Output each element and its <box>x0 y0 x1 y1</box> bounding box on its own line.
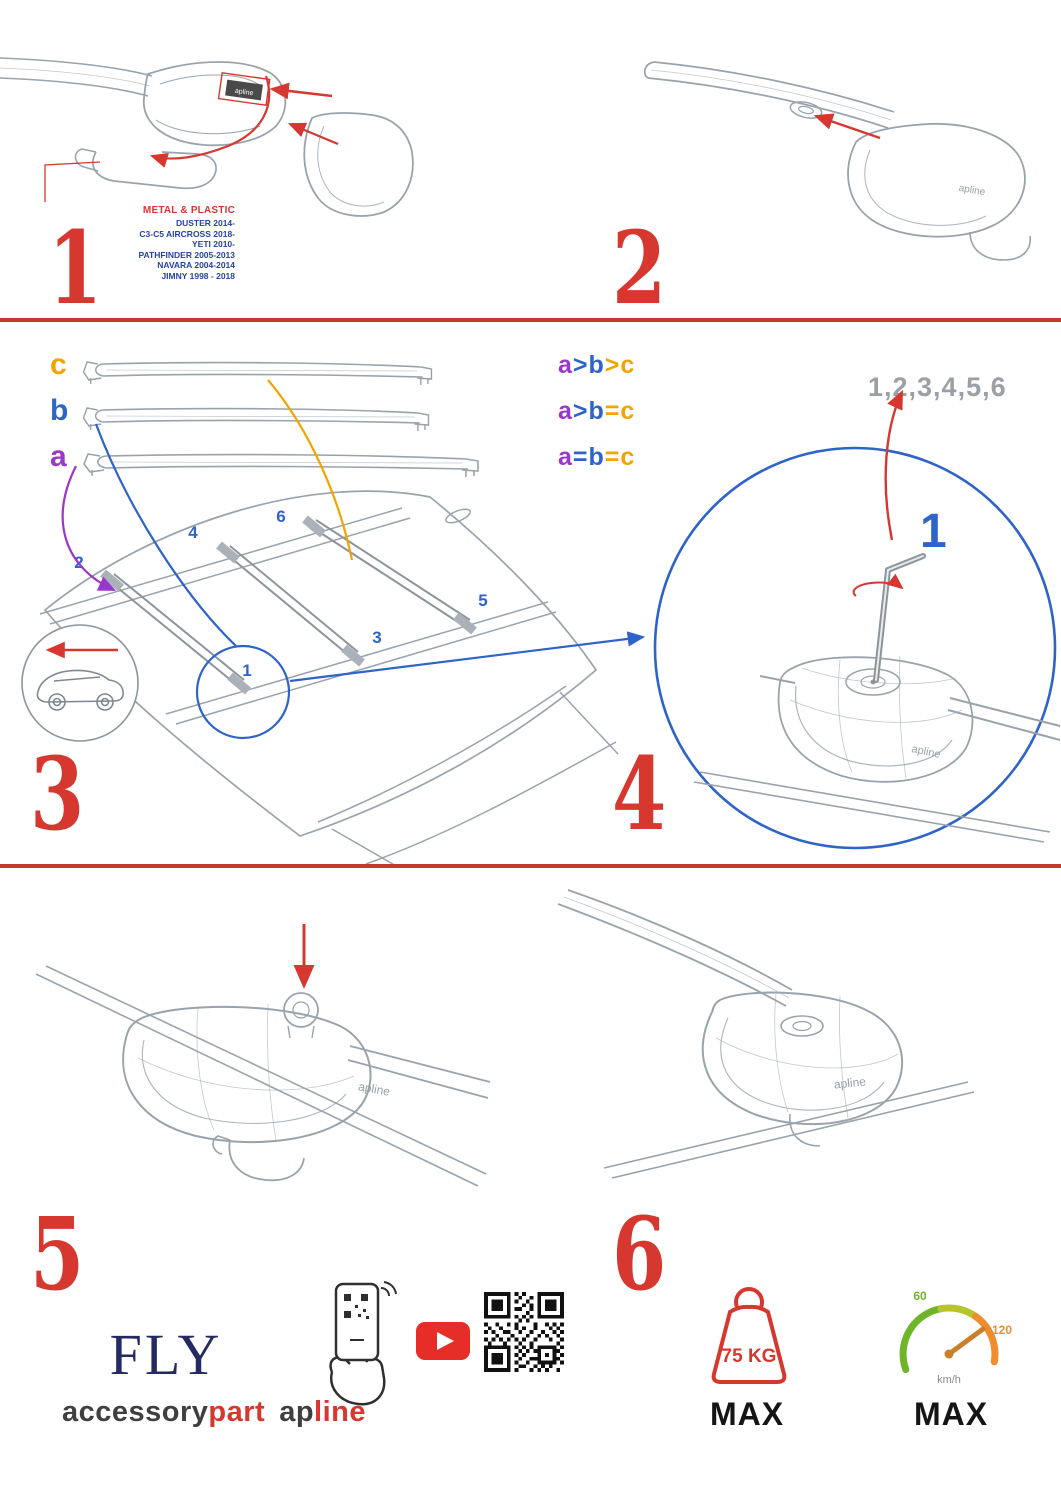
crossbar-b-drawing <box>82 407 430 431</box>
max-weight-value: 75 KG <box>722 1346 777 1367</box>
bar-logo-plate: apline <box>217 72 271 107</box>
rotation-arrow <box>852 573 904 597</box>
max-speed-label: MAX <box>913 1396 989 1432</box>
step-5-number: 5 <box>30 1195 85 1313</box>
speed-low-label: 60 <box>913 1289 927 1303</box>
roof-placement-drawing: 2 4 6 1 3 5 <box>21 379 646 868</box>
max-speed-icon: 60 120 km/h <box>899 1289 1012 1386</box>
crossbar-end-drawing: apline <box>643 61 1031 261</box>
vehicle-item: DUSTER 2014- <box>175 218 235 228</box>
vehicle-item: YETI 2010- <box>192 239 235 249</box>
step-6-number: 6 <box>612 1195 667 1313</box>
step-1-number: 1 <box>48 209 103 327</box>
bar-logo-text: apline <box>910 743 941 761</box>
speedometer-needle <box>946 1326 986 1357</box>
sequence-arrow <box>884 389 904 541</box>
scan-qr-hand-icon <box>329 1281 397 1406</box>
material-label: METAL & PLASTIC <box>142 205 235 216</box>
speed-high-label: 120 <box>992 1323 1012 1337</box>
bar-logo-text: apline <box>833 1074 867 1091</box>
brand-line: line <box>314 1396 367 1428</box>
car-direction-inset <box>21 624 139 742</box>
brand-ap: ap <box>279 1396 315 1428</box>
allen-key-icon <box>873 553 926 683</box>
position-1: 1 <box>242 661 251 680</box>
step-2-number: 2 <box>612 209 667 327</box>
crossbar-a-drawing <box>83 453 479 477</box>
vehicle-item: PATHFINDER 2005-2013 <box>138 249 235 260</box>
mounted-foot-drawing: apline <box>557 889 975 1179</box>
arrow-cover-to-foot <box>287 122 339 146</box>
vehicle-item: JIMNY 1998 - 2018 <box>161 270 235 281</box>
arrow-foot-profile <box>149 75 271 168</box>
size-formula-1: a>b>c <box>558 351 636 379</box>
arrow-into-slot <box>813 113 881 140</box>
size-formula-3: a=b=c <box>558 443 636 471</box>
bar-logo-text: apline <box>234 88 254 98</box>
section-divider <box>0 864 1061 868</box>
size-formula-2: a>b=c <box>558 397 636 425</box>
max-weight-icon: 75 KG <box>711 1287 787 1384</box>
brand-accessory: accessory <box>62 1396 209 1428</box>
model-name: FLY <box>109 1322 223 1387</box>
position-6: 6 <box>276 507 285 526</box>
bar-label-a: a <box>50 440 67 473</box>
leader-line <box>44 161 101 202</box>
max-weight-label: MAX <box>709 1396 785 1432</box>
connector-b <box>94 423 237 647</box>
position-3: 3 <box>372 628 381 647</box>
connector-a <box>61 465 116 591</box>
arrow-to-logo-plate <box>269 82 333 100</box>
bar-label-b: b <box>50 394 69 427</box>
section-divider <box>0 318 1061 322</box>
qr-code <box>484 1292 564 1372</box>
bar-logo-text: apline <box>958 183 987 199</box>
brand-part: part <box>208 1396 266 1428</box>
step-3-number: 3 <box>30 735 85 853</box>
position-4: 4 <box>188 523 198 542</box>
speed-unit-label: km/h <box>937 1374 961 1386</box>
knob-press-drawing: apline <box>35 924 491 1187</box>
highlight-circle <box>195 644 291 740</box>
youtube-icon <box>416 1322 470 1360</box>
foot-clamp-exploded-drawing: apline <box>0 57 414 217</box>
zoom-circle <box>653 446 1057 850</box>
bar-label-c: c <box>50 348 67 381</box>
vehicle-item: C3-C5 AIRCROSS 2018- <box>139 228 235 239</box>
vehicle-compatibility-list: METAL & PLASTIC DUSTER 2014- C3-C5 AIRCR… <box>40 205 235 281</box>
vehicle-item: NAVARA 2004-2014 <box>157 260 235 270</box>
tightening-zoom-drawing: apline <box>653 389 1061 850</box>
crossbar-c-drawing <box>82 361 433 385</box>
connector-c <box>267 379 354 561</box>
position-5: 5 <box>478 591 487 610</box>
bar-logo-text: apline <box>357 1079 391 1098</box>
step-4-number: 4 <box>612 735 667 853</box>
key-step-label: 1 <box>920 505 947 558</box>
zoom-pointer-arrow <box>289 631 646 683</box>
